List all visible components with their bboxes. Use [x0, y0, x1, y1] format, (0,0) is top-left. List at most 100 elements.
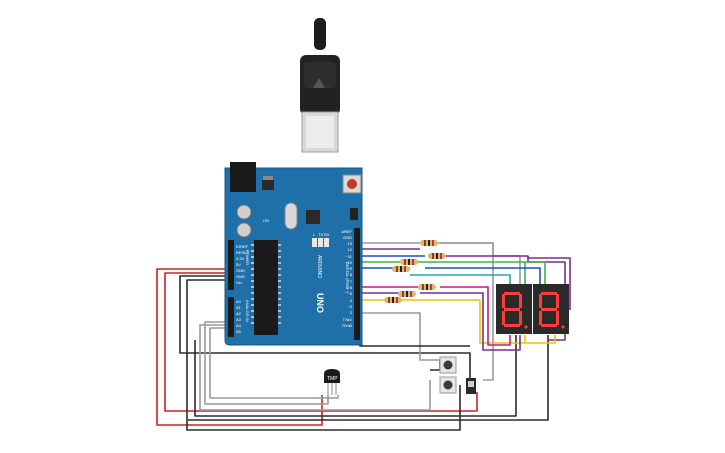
analog-header[interactable]	[228, 297, 234, 337]
wire-a1[interactable]	[209, 327, 339, 399]
pin-d3: ~3	[347, 304, 352, 309]
power-header-label: POWER	[245, 250, 250, 265]
icsp-header	[350, 208, 358, 220]
usb-cable[interactable]	[300, 18, 340, 153]
resistor-2[interactable]	[428, 253, 446, 259]
wire-gnd-display-2[interactable]	[188, 335, 549, 421]
pin-ioref: IOREF	[236, 244, 249, 249]
chip-pins	[251, 244, 281, 324]
display-1-digit	[502, 292, 528, 329]
capacitor-1	[236, 204, 252, 220]
wire-d4[interactable]	[359, 299, 526, 344]
power-jack[interactable]	[230, 162, 256, 192]
on-led-label: ON	[263, 218, 269, 223]
pin-d13: 13	[348, 241, 353, 246]
resistor-6[interactable]	[398, 291, 416, 297]
pin-a2: A2	[236, 311, 242, 316]
power-header[interactable]	[228, 240, 234, 290]
pin-a0: A0	[236, 299, 242, 304]
led-l	[312, 238, 317, 247]
pin-d2: 2	[350, 310, 353, 315]
led-tx-label: TX	[318, 232, 323, 237]
voltage-regulator	[262, 180, 274, 190]
pin-d0: RX◂0	[342, 323, 353, 328]
wire-seg-3[interactable]	[415, 261, 526, 284]
atmega328-chip	[254, 240, 278, 335]
pin-reset: RESET	[236, 250, 250, 255]
pin-d8: 8	[350, 272, 353, 277]
led-tx	[318, 238, 323, 247]
wire-gnd-3[interactable]	[430, 360, 441, 371]
wire-d2[interactable]	[359, 312, 440, 361]
pin-a3: A3	[236, 317, 242, 322]
resistor-4[interactable]	[392, 266, 410, 272]
analog-header-label: ANALOG IN	[245, 300, 250, 322]
wire-gnd-2[interactable]	[186, 279, 461, 431]
slide-switch[interactable]	[466, 378, 476, 394]
pin-5v: 5V	[236, 262, 241, 267]
wire-a-button[interactable]	[199, 324, 431, 411]
wire-5v-red[interactable]	[156, 268, 323, 426]
pin-a1: A1	[236, 305, 242, 310]
led-l-label: L	[313, 232, 316, 237]
pin-d10: ~10	[345, 260, 353, 265]
resistor-7[interactable]	[384, 297, 402, 303]
wire-seg-4[interactable]	[425, 267, 541, 284]
temperature-sensor[interactable]: TMP	[324, 369, 340, 395]
resistor-5[interactable]	[418, 284, 436, 290]
crystal-oscillator	[284, 202, 298, 230]
pin-d11: ~11	[346, 254, 353, 259]
pin-a4: A4	[236, 323, 242, 328]
board-model-label: UNO	[315, 293, 325, 313]
wire-top-green[interactable]	[525, 261, 546, 284]
pin-gnd-2: GND	[236, 274, 245, 279]
wire-5v-red-2[interactable]	[164, 272, 478, 412]
pin-d12: 12	[348, 247, 353, 252]
pin-d7: 7	[350, 279, 353, 284]
wires	[156, 242, 571, 431]
analog-pin-labels: A0 A1 A2 A3 A4 A5	[236, 299, 242, 334]
arduino-uno-board[interactable]: ARDUINO UNO DIGITAL (PWM~) ANALOG IN POW…	[224, 162, 363, 346]
wire-d3[interactable]	[358, 318, 470, 347]
pin-3v3: 3.3V	[236, 256, 245, 261]
capacitor-2	[236, 222, 252, 238]
wire-seg-5[interactable]	[410, 274, 511, 284]
pushbutton-2[interactable]	[439, 376, 457, 394]
pin-gnd-d: GND	[343, 235, 352, 240]
resistors	[384, 240, 446, 303]
wire-a0[interactable]	[204, 321, 329, 405]
wire-seg-dp[interactable]	[525, 335, 556, 344]
digital-pin-labels: AREF GND 13 12 ~11 ~10 ~9 8 7 ~6 ~5 4 ~3…	[341, 229, 352, 328]
usb-interface-chip	[306, 210, 320, 224]
wire-seg-2[interactable]	[445, 255, 566, 341]
resistor-1[interactable]	[420, 240, 438, 246]
seven-segment-display-1[interactable]	[496, 284, 532, 334]
resistor-3[interactable]	[400, 259, 418, 265]
sensor-label: TMP	[327, 376, 338, 382]
pin-d9: ~9	[347, 266, 352, 271]
wire-top-purple[interactable]	[527, 256, 571, 310]
led-rx-label: RX	[324, 232, 330, 237]
wire-gnd-display[interactable]	[194, 335, 517, 417]
pin-d6: ~6	[347, 285, 352, 290]
wire-seg-7[interactable]	[420, 292, 521, 351]
pushbutton-1[interactable]	[439, 356, 457, 374]
pin-gnd-1: GND	[236, 268, 245, 273]
pin-d1: TX▸1	[343, 317, 353, 322]
pin-aref: AREF	[341, 229, 352, 234]
pin-vin: Vin	[236, 280, 242, 285]
wire-seg-6[interactable]	[440, 286, 511, 346]
digital-header-label: DIGITAL (PWM~)	[345, 262, 350, 294]
led-rx	[324, 238, 329, 247]
pin-d4: 4	[350, 298, 353, 303]
display-2-digit	[539, 292, 565, 329]
seven-segment-display-2[interactable]	[533, 284, 569, 334]
power-pin-labels: IOREF RESET 3.3V 5V GND GND Vin	[236, 244, 250, 285]
pin-a5: A5	[236, 329, 242, 334]
wire-seg-1[interactable]	[440, 242, 521, 284]
board-brand-label: ARDUINO	[316, 255, 322, 278]
digital-header[interactable]	[354, 228, 360, 340]
wire-gnd-1[interactable]	[179, 275, 471, 378]
pin-d5: ~5	[347, 291, 352, 296]
